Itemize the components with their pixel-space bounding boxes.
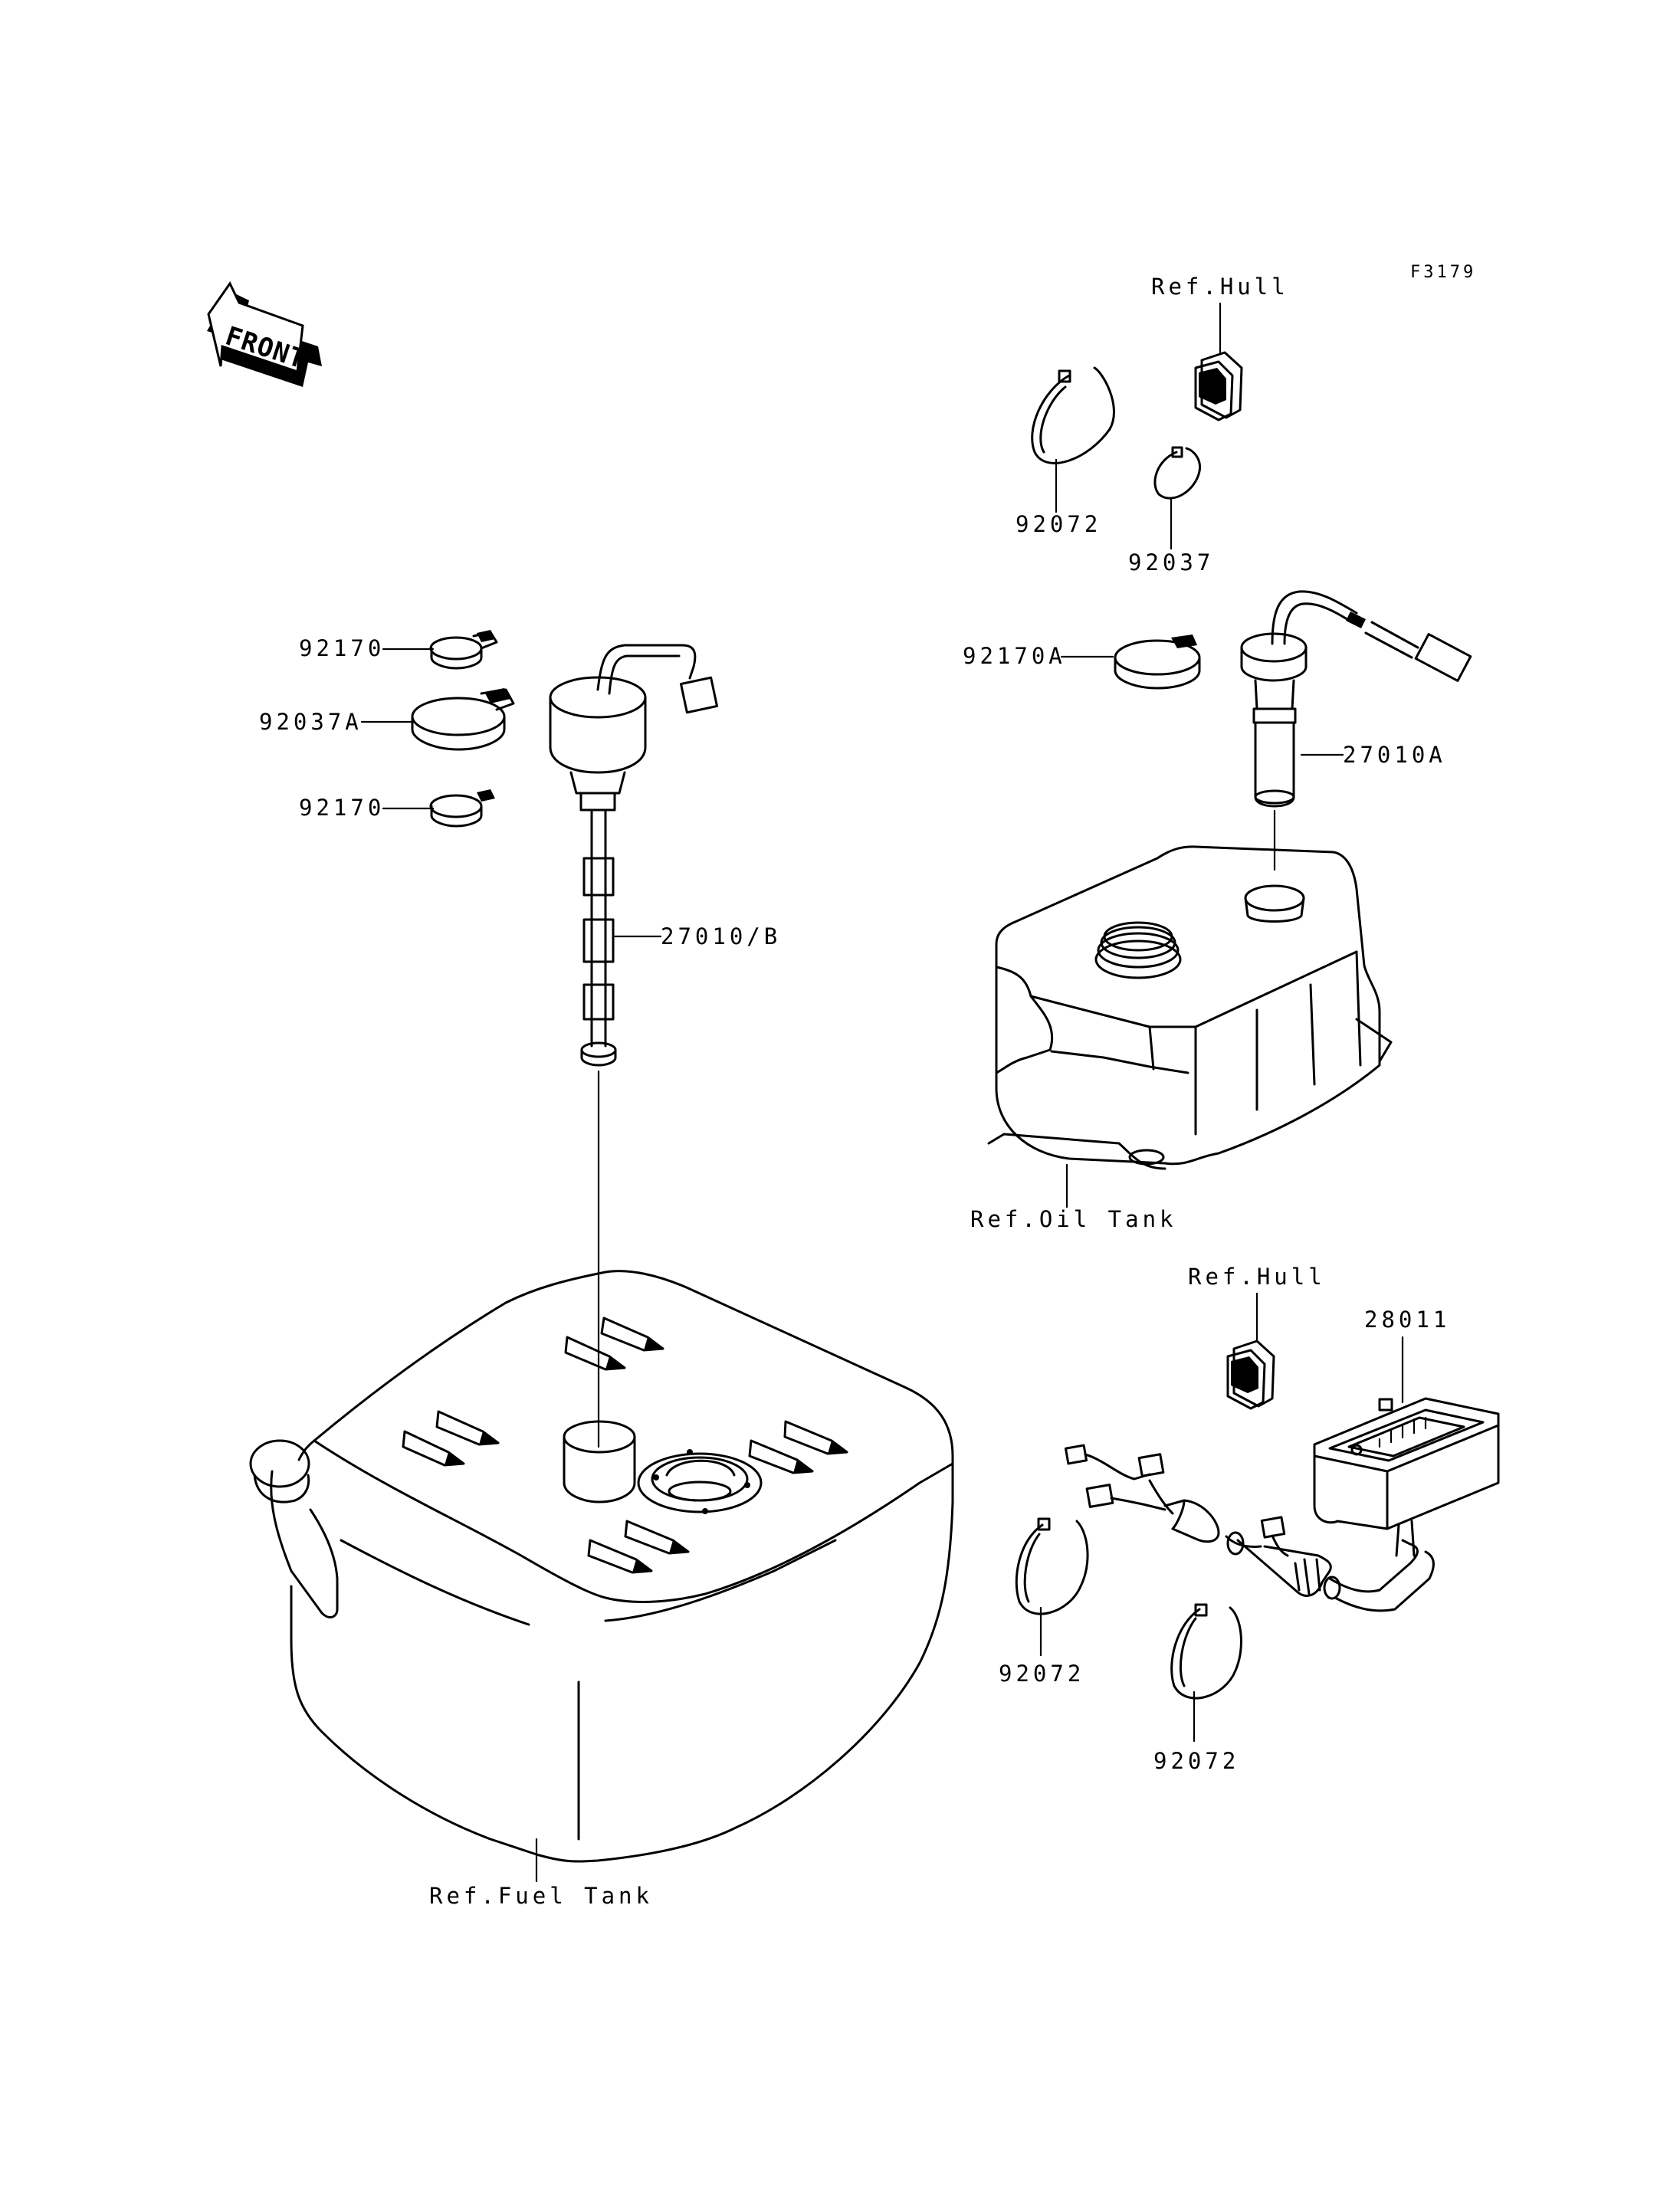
label-28011: 28011: [1364, 1307, 1450, 1333]
label-92072-bottom-left: 92072: [999, 1661, 1084, 1687]
label-92170-lower: 92170: [299, 795, 385, 821]
fuel-tank: [249, 1270, 954, 1863]
label-27010B: 27010/B: [661, 923, 781, 949]
fuel-level-sender-27010B: [549, 644, 719, 1067]
figure-code: F3179: [1410, 263, 1476, 282]
label-92170-upper: 92170: [299, 635, 385, 661]
label-92170A: 92170A: [963, 643, 1066, 669]
label-92072-top: 92072: [1016, 511, 1101, 537]
hull-clip-bottom: [1226, 1340, 1275, 1410]
clamp-92037A: [411, 688, 515, 751]
label-92072-bottom-right: 92072: [1153, 1748, 1239, 1774]
cable-band-92037: [1153, 446, 1202, 500]
fuel-tank-vents: [402, 1317, 848, 1574]
hull-clip-top: [1194, 351, 1243, 421]
label-ref-hull-top: Ref.Hull: [1151, 274, 1289, 300]
label-ref-oil-tank: Ref.Oil Tank: [970, 1206, 1177, 1232]
front-arrow-icon: FRONT: [207, 281, 322, 387]
label-ref-hull-bottom: Ref.Hull: [1188, 1264, 1326, 1290]
clamp-92170A: [1114, 635, 1201, 690]
label-27010A: 27010A: [1343, 742, 1446, 768]
oil-level-sender-27010A: [1240, 590, 1472, 808]
oil-gauge-28011: [1313, 1397, 1500, 1557]
cable-band-92072-bottom-right: [1170, 1603, 1242, 1700]
label-92037A: 92037A: [259, 709, 363, 735]
oil-tank: [987, 845, 1393, 1170]
label-ref-fuel-tank: Ref.Fuel Tank: [429, 1883, 653, 1909]
cable-band-92072-bottom-left: [1015, 1517, 1089, 1615]
clamp-92170-lower: [429, 789, 495, 828]
clamp-92170-upper: [429, 630, 498, 670]
wiring-harness: [1064, 1444, 1435, 1612]
cable-band-92072-top: [1031, 366, 1115, 464]
label-92037: 92037: [1128, 549, 1214, 575]
